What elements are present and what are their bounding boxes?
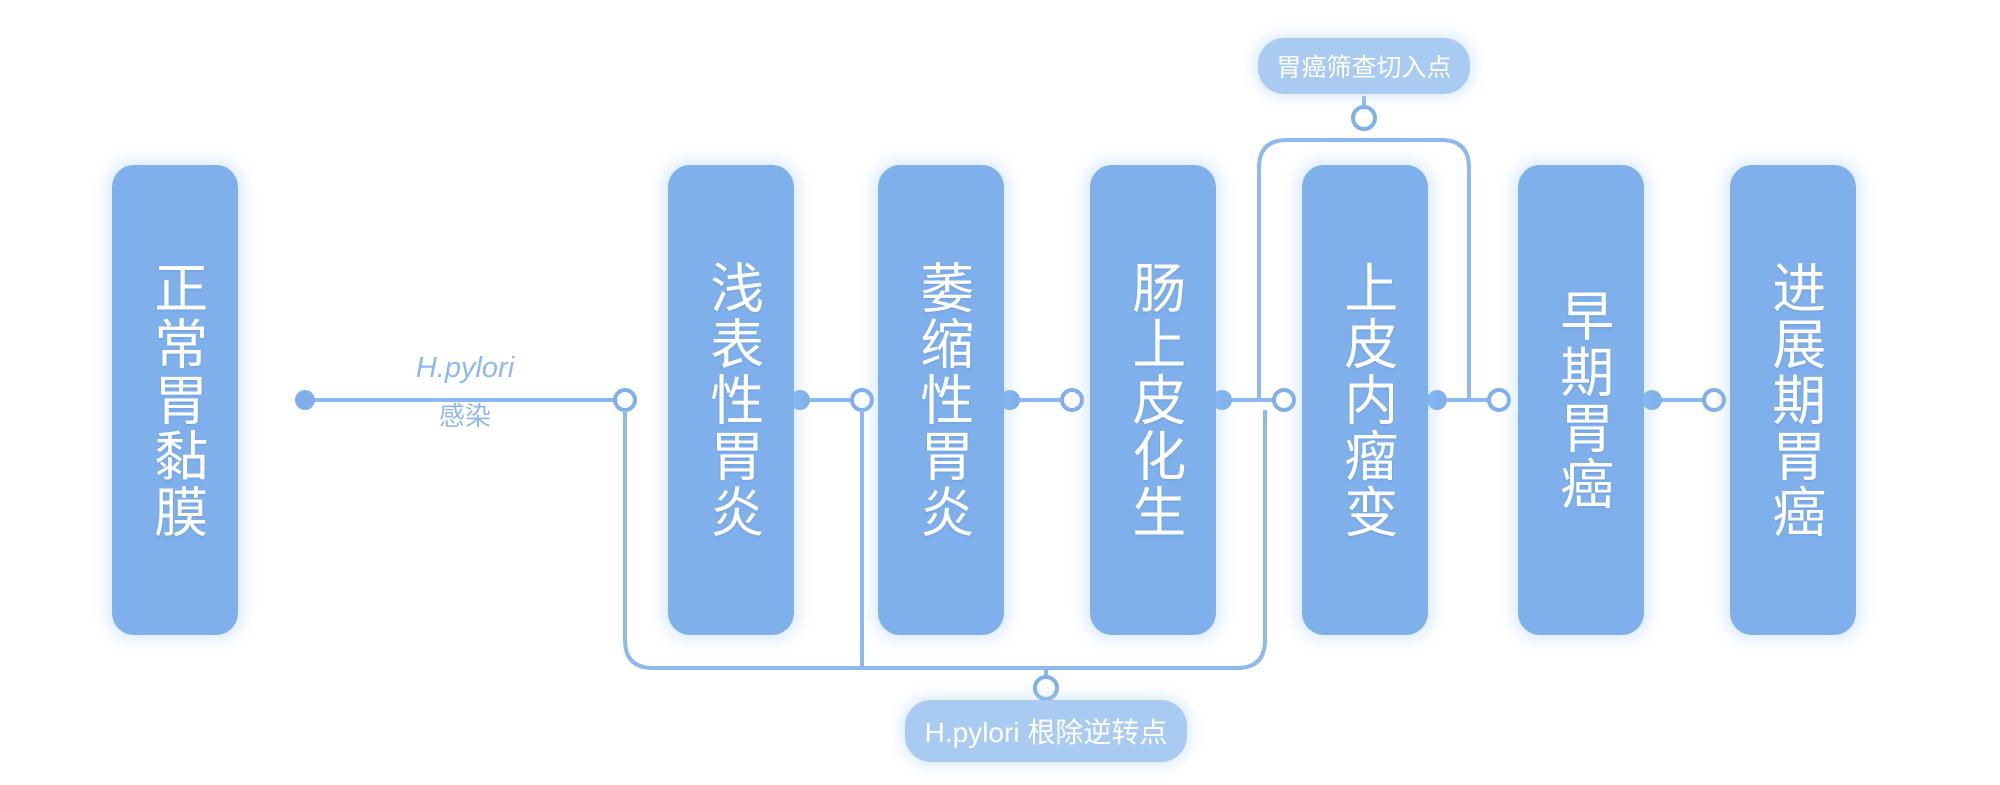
stage-node-superficial-gastritis[interactable]: 浅表性胃炎	[668, 165, 794, 635]
stage-node-early-gastric-cancer[interactable]: 早期胃癌	[1518, 165, 1644, 635]
connector-early-to-advanced-cancer	[1642, 388, 1726, 412]
badge-label: 胃癌筛查切入点	[1276, 54, 1452, 82]
connector-metaplasia-to-neoplasia	[1212, 388, 1296, 412]
stage-label: 浅表性胃炎	[701, 260, 762, 540]
stage-node-advanced-gastric-cancer[interactable]: 进展期胃癌	[1730, 165, 1856, 635]
badge-screening-entry-point[interactable]: 胃癌筛查切入点	[1258, 38, 1470, 94]
stage-label: 进展期胃癌	[1763, 260, 1824, 540]
stage-label: 萎缩性胃炎	[911, 260, 972, 540]
edge-label-hpylori-infection: H.pylori 感染	[360, 352, 570, 431]
stage-label: 上皮内瘤变	[1335, 260, 1396, 540]
stage-label: 正常胃黏膜	[145, 260, 206, 540]
stage-label: 肠上皮化生	[1123, 260, 1184, 540]
edge-label-line2: 感染	[438, 401, 491, 431]
stage-node-intraepithelial-neoplasia[interactable]: 上皮内瘤变	[1302, 165, 1428, 635]
stage-node-intestinal-metaplasia[interactable]: 肠上皮化生	[1090, 165, 1216, 635]
stage-node-normal-mucosa[interactable]: 正常胃黏膜	[112, 165, 238, 635]
connector-atrophic-to-metaplasia	[1000, 388, 1084, 412]
stage-label: 早期胃癌	[1551, 288, 1612, 512]
stage-node-atrophic-gastritis[interactable]: 萎缩性胃炎	[878, 165, 1004, 635]
connector-screening-bracket	[1257, 96, 1471, 400]
connector-superficial-to-atrophic	[790, 388, 874, 412]
edge-label-line1: H.pylori	[415, 352, 515, 384]
connector-reversal-rail	[623, 410, 1267, 701]
badge-hpylori-eradication-reversal[interactable]: H.pylori 根除逆转点	[905, 700, 1187, 762]
badge-label: H.pylori 根除逆转点	[924, 717, 1168, 748]
